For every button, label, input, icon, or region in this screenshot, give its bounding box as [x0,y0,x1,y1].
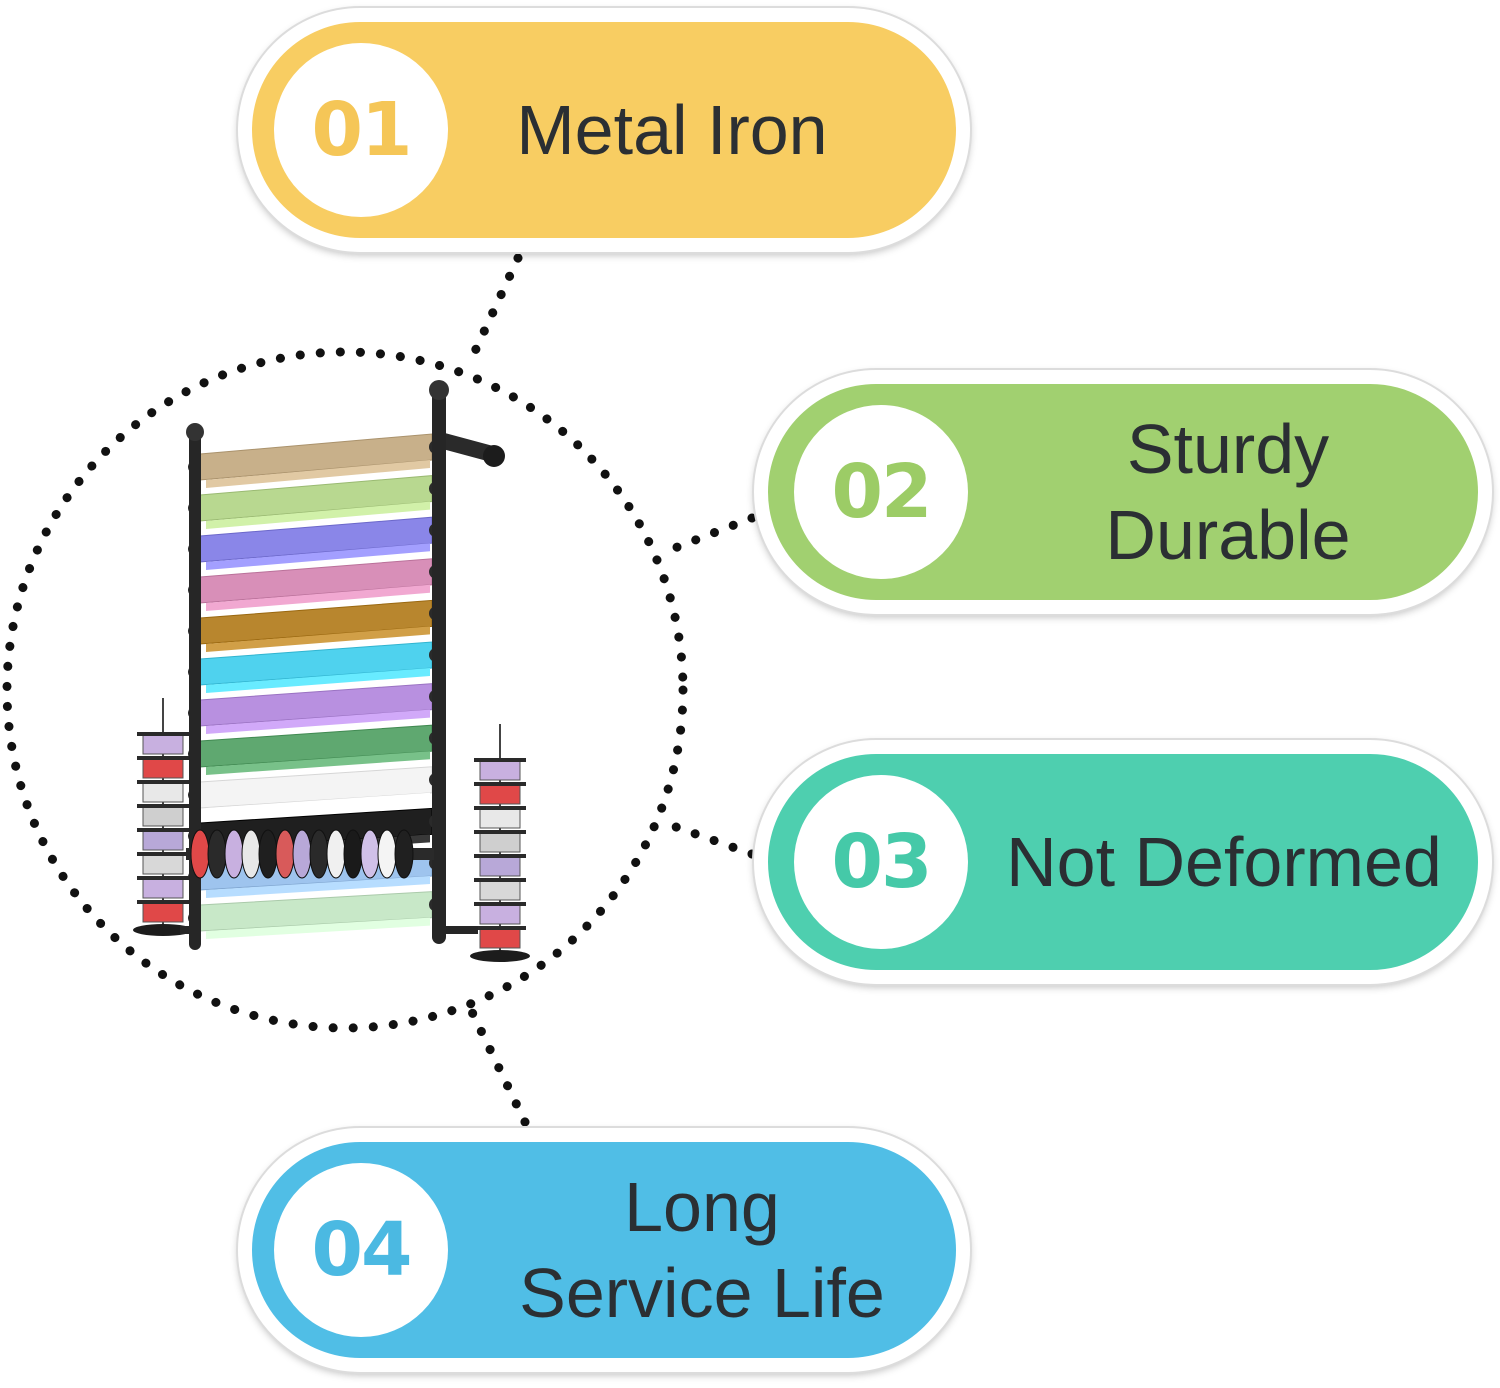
rail-cap-left [186,423,204,441]
connector-02 [657,513,757,558]
thread-tower-right-spool-1 [479,927,521,949]
ribbon-spool-6 [275,829,295,879]
thread-tower-right-spool-3 [479,879,521,901]
ribbon-spool-1 [190,829,210,879]
ribbon-spool-10 [343,829,363,879]
thread-tower-left-flange-8 [137,732,189,736]
ribbon-spool-7 [292,829,312,879]
thread-tower-left-flange-2 [137,876,189,880]
roll-sheet-7 [206,709,430,734]
feature-label-01-line-1: Metal Iron [516,91,828,169]
ribbon-spool-8 [309,829,329,879]
roll-sheet-6 [206,668,430,693]
thread-tower-left-flange-6 [137,780,189,784]
product-focus-circle [2,347,688,1033]
feature-pill-03: 03 Not Deformed [754,740,1492,984]
roll-sheet-9 [206,792,430,816]
thread-tower-left-spool-7 [142,757,184,779]
roll-sheet-3 [206,543,430,570]
rack-illustration [133,380,530,962]
feature-label-02: Sturdy Durable [1018,384,1438,600]
feature-label-01: Metal Iron [462,22,882,238]
rack-arm [432,432,500,462]
feature-label-04-line-1: Long [624,1168,780,1246]
rail-cap-right [429,380,449,400]
roll-sheet-12 [206,917,430,939]
ribbon-spool-12 [377,829,397,879]
connector-03 [657,817,757,859]
feature-label-02-line-1: Sturdy [1126,410,1330,488]
feature-label-02-line-2: Durable [1105,496,1351,574]
feature-label-03-line-1: Not Deformed [1006,823,1442,901]
thread-tower-right-flange-1 [474,926,526,930]
thread-tower-left-flange-5 [137,804,189,808]
thread-tower-left-spool-8 [142,733,184,755]
thread-tower-left-flange-3 [137,852,189,856]
thread-tower-right-flange-5 [474,830,526,834]
feature-number-02: 02 [794,405,968,579]
thread-tower-right-spool-2 [479,903,521,925]
thread-tower-right-flange-6 [474,806,526,810]
roll-sheet-2 [206,501,430,529]
thread-tower-left-flange-4 [137,828,189,832]
roll-sheet-8 [206,751,430,775]
thread-tower-right-spool-4 [479,855,521,877]
feature-pill-02: 02 Sturdy Durable [754,370,1492,614]
thread-tower-left-spool-6 [142,781,184,803]
feature-pill-04: 04 Long Service Life [238,1128,970,1372]
thread-tower-right-spool-8 [479,759,521,781]
thread-tower-right-flange-7 [474,782,526,786]
feature-label-04-line-2: Service Life [519,1254,885,1332]
thread-tower-left-flange-1 [137,900,189,904]
thread-tower-right-flange-4 [474,854,526,858]
thread-tower-left-base [133,924,193,936]
thread-tower-left-spool-5 [142,805,184,827]
thread-tower-right-flange-8 [474,758,526,762]
thread-tower-left-spool-1 [142,901,184,923]
roll-sheet-1 [206,460,430,488]
ribbon-spool-9 [326,829,346,879]
thread-tower-right-spool-5 [479,831,521,853]
rack-rail-left [189,430,201,950]
thread-tower-right-flange-3 [474,878,526,882]
thread-tower-left-spool-3 [142,853,184,875]
connector-04 [467,1007,530,1127]
ribbon-spool-2 [207,829,227,879]
feature-label-04: Long Service Life [482,1142,922,1358]
rack-rail-right [432,384,446,944]
thread-tower-right-spool-6 [479,807,521,829]
feature-pill-01: 01 Metal Iron [238,8,970,252]
thread-tower-left-spool-4 [142,829,184,851]
ribbon-spool-4 [241,829,261,879]
ribbon-spool-5 [258,829,278,879]
roll-sheet-11 [206,876,430,898]
thread-tower-right-spool-7 [479,783,521,805]
roll-sheet-5 [206,626,430,652]
feature-label-03: Not Deformed [974,754,1474,970]
feature-number-01: 01 [274,43,448,217]
roll-sheet-4 [206,584,430,611]
thread-tower-right-flange-2 [474,902,526,906]
ribbon-spool-3 [224,829,244,879]
feature-number-03: 03 [794,775,968,949]
thread-tower-left-spool-2 [142,877,184,899]
connector-01 [465,253,523,367]
ribbon-spool-13 [394,829,414,879]
ribbon-spool-11 [360,829,380,879]
rack-arm-cap [483,445,505,467]
thread-tower-left-flange-7 [137,756,189,760]
feature-number-04: 04 [274,1163,448,1337]
thread-tower-right-base [470,950,530,962]
